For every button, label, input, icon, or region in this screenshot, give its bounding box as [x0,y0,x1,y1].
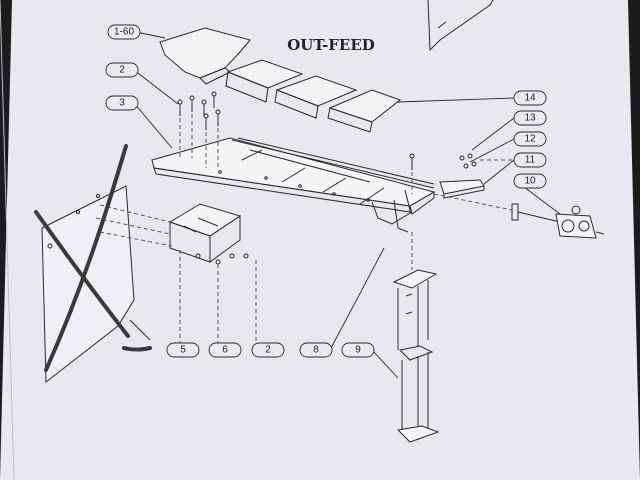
rail-parts [439,153,485,199]
diagram-title: OUT-FEED [287,36,375,54]
callout-2b: 2 [251,342,285,358]
assembly-guide-lines [95,114,520,345]
callout-11: 11 [513,152,547,168]
callout-6: 6 [208,342,242,358]
bolt-set-upper [177,91,415,170]
callout-label: 14 [524,93,536,104]
callout-label: 11 [525,155,536,166]
callout-label: 2 [119,65,125,76]
callout-label: 1-60 [114,27,134,38]
roller-cover-plates [159,27,402,133]
conveyor-frame [151,137,436,233]
callout-5: 5 [166,342,200,358]
callout-8: 8 [299,342,333,358]
callout-2a: 2 [105,62,139,78]
callout-3: 3 [105,95,139,111]
callout-label: 12 [524,134,536,145]
callout-13: 13 [513,110,547,126]
callout-9: 9 [341,342,375,358]
callout-1-60: 1-60 [107,24,141,40]
mounting-bracket [168,203,249,265]
callout-label: 2 [265,345,271,356]
adjuster-assembly [511,203,605,239]
callout-14: 14 [513,90,547,106]
callout-label: 10 [524,176,536,187]
callout-label: 13 [524,113,536,124]
top-right-panel-part [427,0,494,52]
callout-label: 3 [119,98,125,109]
callout-label: 6 [222,345,228,356]
callout-label: 9 [355,345,361,356]
callout-12: 12 [513,131,547,147]
callout-label: 5 [180,345,186,356]
cross-brace [34,144,152,372]
support-stand [392,269,440,443]
callout-labels: 1-60 2 3 14 13 12 11 10 5 6 2 8 9 [105,24,547,358]
callout-10: 10 [513,173,547,189]
callout-label: 8 [313,345,319,356]
